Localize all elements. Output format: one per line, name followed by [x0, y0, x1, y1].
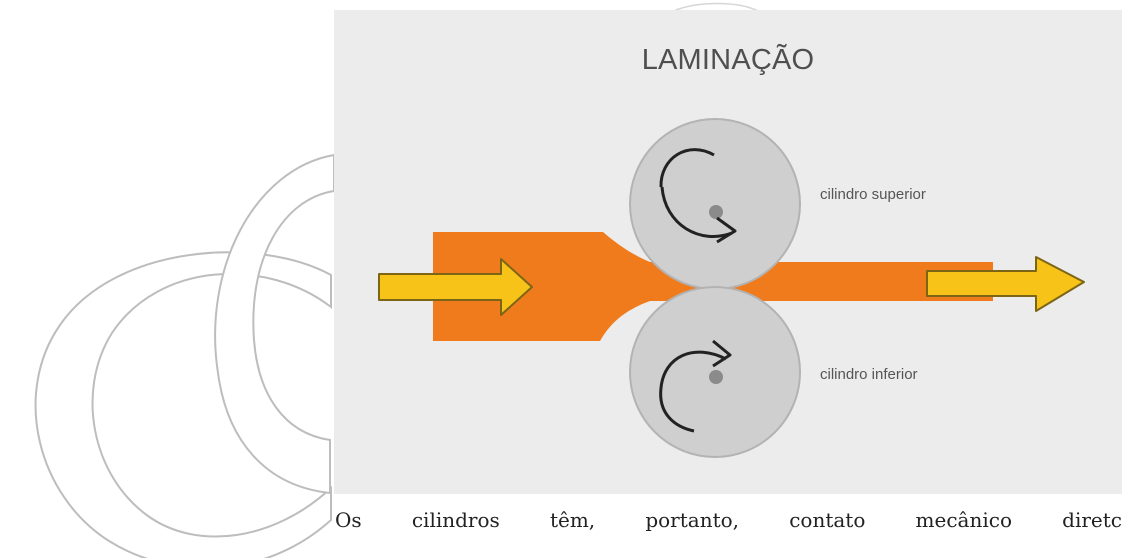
- paragraph-line-2: [335, 535, 1122, 558]
- top-roll-rotation-arrow: [659, 148, 715, 188]
- bottom-roll-rotation-arrowhead: [712, 339, 732, 368]
- document-text: Os cilindros têm, portanto, contato mecâ…: [335, 500, 1122, 558]
- bottom-roll-axle: [709, 370, 723, 384]
- bottom-roll-rotation-arrow: [659, 350, 727, 433]
- paragraph-line-1: Os cilindros têm, portanto, contato mecâ…: [335, 508, 1122, 532]
- watermark-letter-o-right: [214, 153, 335, 495]
- output-arrow: [926, 256, 1085, 312]
- input-arrow: [378, 258, 533, 316]
- watermark-letter-c-left: [34, 251, 332, 558]
- top-roll-label: cilindro superior: [820, 186, 926, 203]
- top-roll-axle: [709, 205, 723, 219]
- figure-title: LAMINAÇÃO: [641, 44, 815, 76]
- lamination-figure: LAMINAÇÃO cilindro superior cilindro inf…: [334, 10, 1122, 494]
- top-roll: [629, 118, 801, 290]
- top-roll-rotation-arrowhead: [716, 216, 737, 244]
- top-roll-rotation-arrow-body: [660, 186, 733, 238]
- lamination-diagram: [334, 10, 1122, 494]
- bottom-roll-label: cilindro inferior: [820, 366, 918, 383]
